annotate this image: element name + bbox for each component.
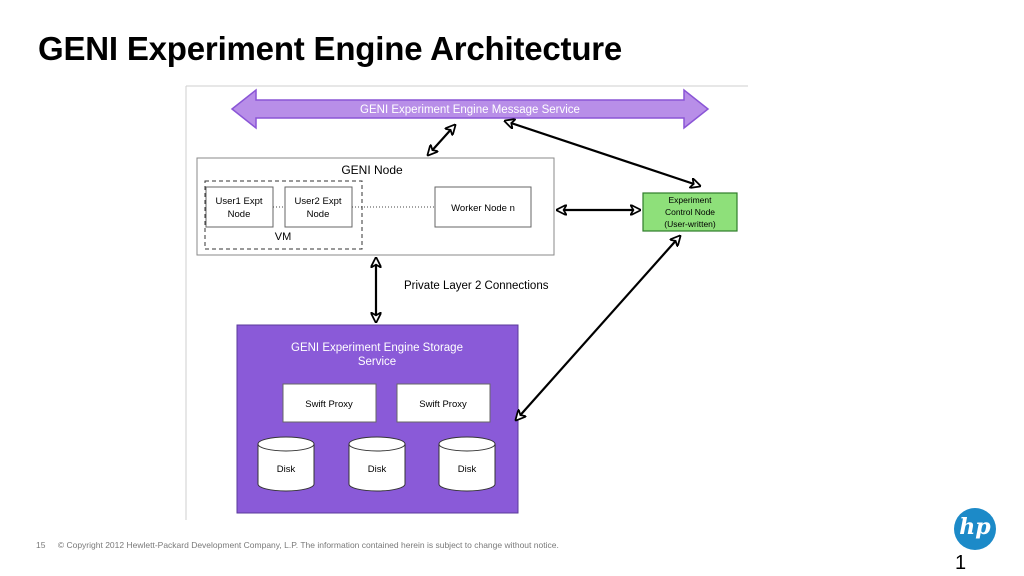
control-node-line3: (User-written) xyxy=(664,219,716,229)
disk-1-label: Disk xyxy=(277,464,296,475)
disk-2: Disk xyxy=(348,436,406,492)
hp-logo: hp xyxy=(954,508,996,550)
disk-2-label: Disk xyxy=(368,464,387,475)
storage-service-line2: Service xyxy=(358,356,396,368)
footer-copyright: © Copyright 2012 Hewlett-Packard Develop… xyxy=(57,540,559,550)
user2-expt-node xyxy=(284,186,353,228)
geni-node-to-message-arrow xyxy=(428,125,455,155)
swift-proxy-2-label: Swift Proxy xyxy=(419,399,467,410)
message-service-label: GENI Experiment Engine Message Service xyxy=(360,104,580,116)
user1-node-line2: Node xyxy=(228,209,251,220)
worker-node-label: Worker Node n xyxy=(451,203,515,214)
disk-3: Disk xyxy=(438,436,496,492)
disk-1: Disk xyxy=(257,436,315,492)
control-node-line1: Experiment xyxy=(669,195,713,205)
worker-node xyxy=(434,186,532,228)
footer-page-number: 15 xyxy=(36,540,46,550)
message-to-control-arrow xyxy=(505,121,700,186)
message-service-arrow: GENI Experiment Engine Message Service xyxy=(230,88,710,130)
user1-expt-node xyxy=(205,186,274,228)
vm-boundary xyxy=(204,180,363,250)
user1-node-line1: User1 Expt xyxy=(216,196,263,207)
private-layer-label: Private Layer 2 Connections xyxy=(404,280,549,292)
user2-node-line2: Node xyxy=(307,209,330,220)
experiment-control-node: Experiment Control Node (User-written) xyxy=(642,192,738,232)
disk-3-label: Disk xyxy=(458,464,477,475)
user2-node-line1: User2 Expt xyxy=(295,196,342,207)
swift-proxy-1-label: Swift Proxy xyxy=(305,399,353,410)
swift-proxy-2 xyxy=(396,383,491,423)
control-node-box xyxy=(642,192,738,232)
geni-node: GENI Node User1 Expt Node User2 Expt Nod… xyxy=(196,157,555,256)
vm-label: VM xyxy=(275,231,292,243)
swift-proxy-1 xyxy=(282,383,377,423)
control-node-line2: Control Node xyxy=(665,207,715,217)
hp-logo-text: hp xyxy=(959,514,991,540)
control-to-storage-arrow xyxy=(516,236,680,420)
slide-number: 1 xyxy=(955,552,967,574)
slide-title: GENI Experiment Engine Architecture xyxy=(38,30,623,67)
storage-service-line1: GENI Experiment Engine Storage xyxy=(291,342,463,354)
footer: 15 © Copyright 2012 Hewlett-Packard Deve… xyxy=(36,540,559,550)
storage-service: GENI Experiment Engine Storage Service S… xyxy=(236,324,519,514)
geni-node-label: GENI Node xyxy=(341,163,403,177)
